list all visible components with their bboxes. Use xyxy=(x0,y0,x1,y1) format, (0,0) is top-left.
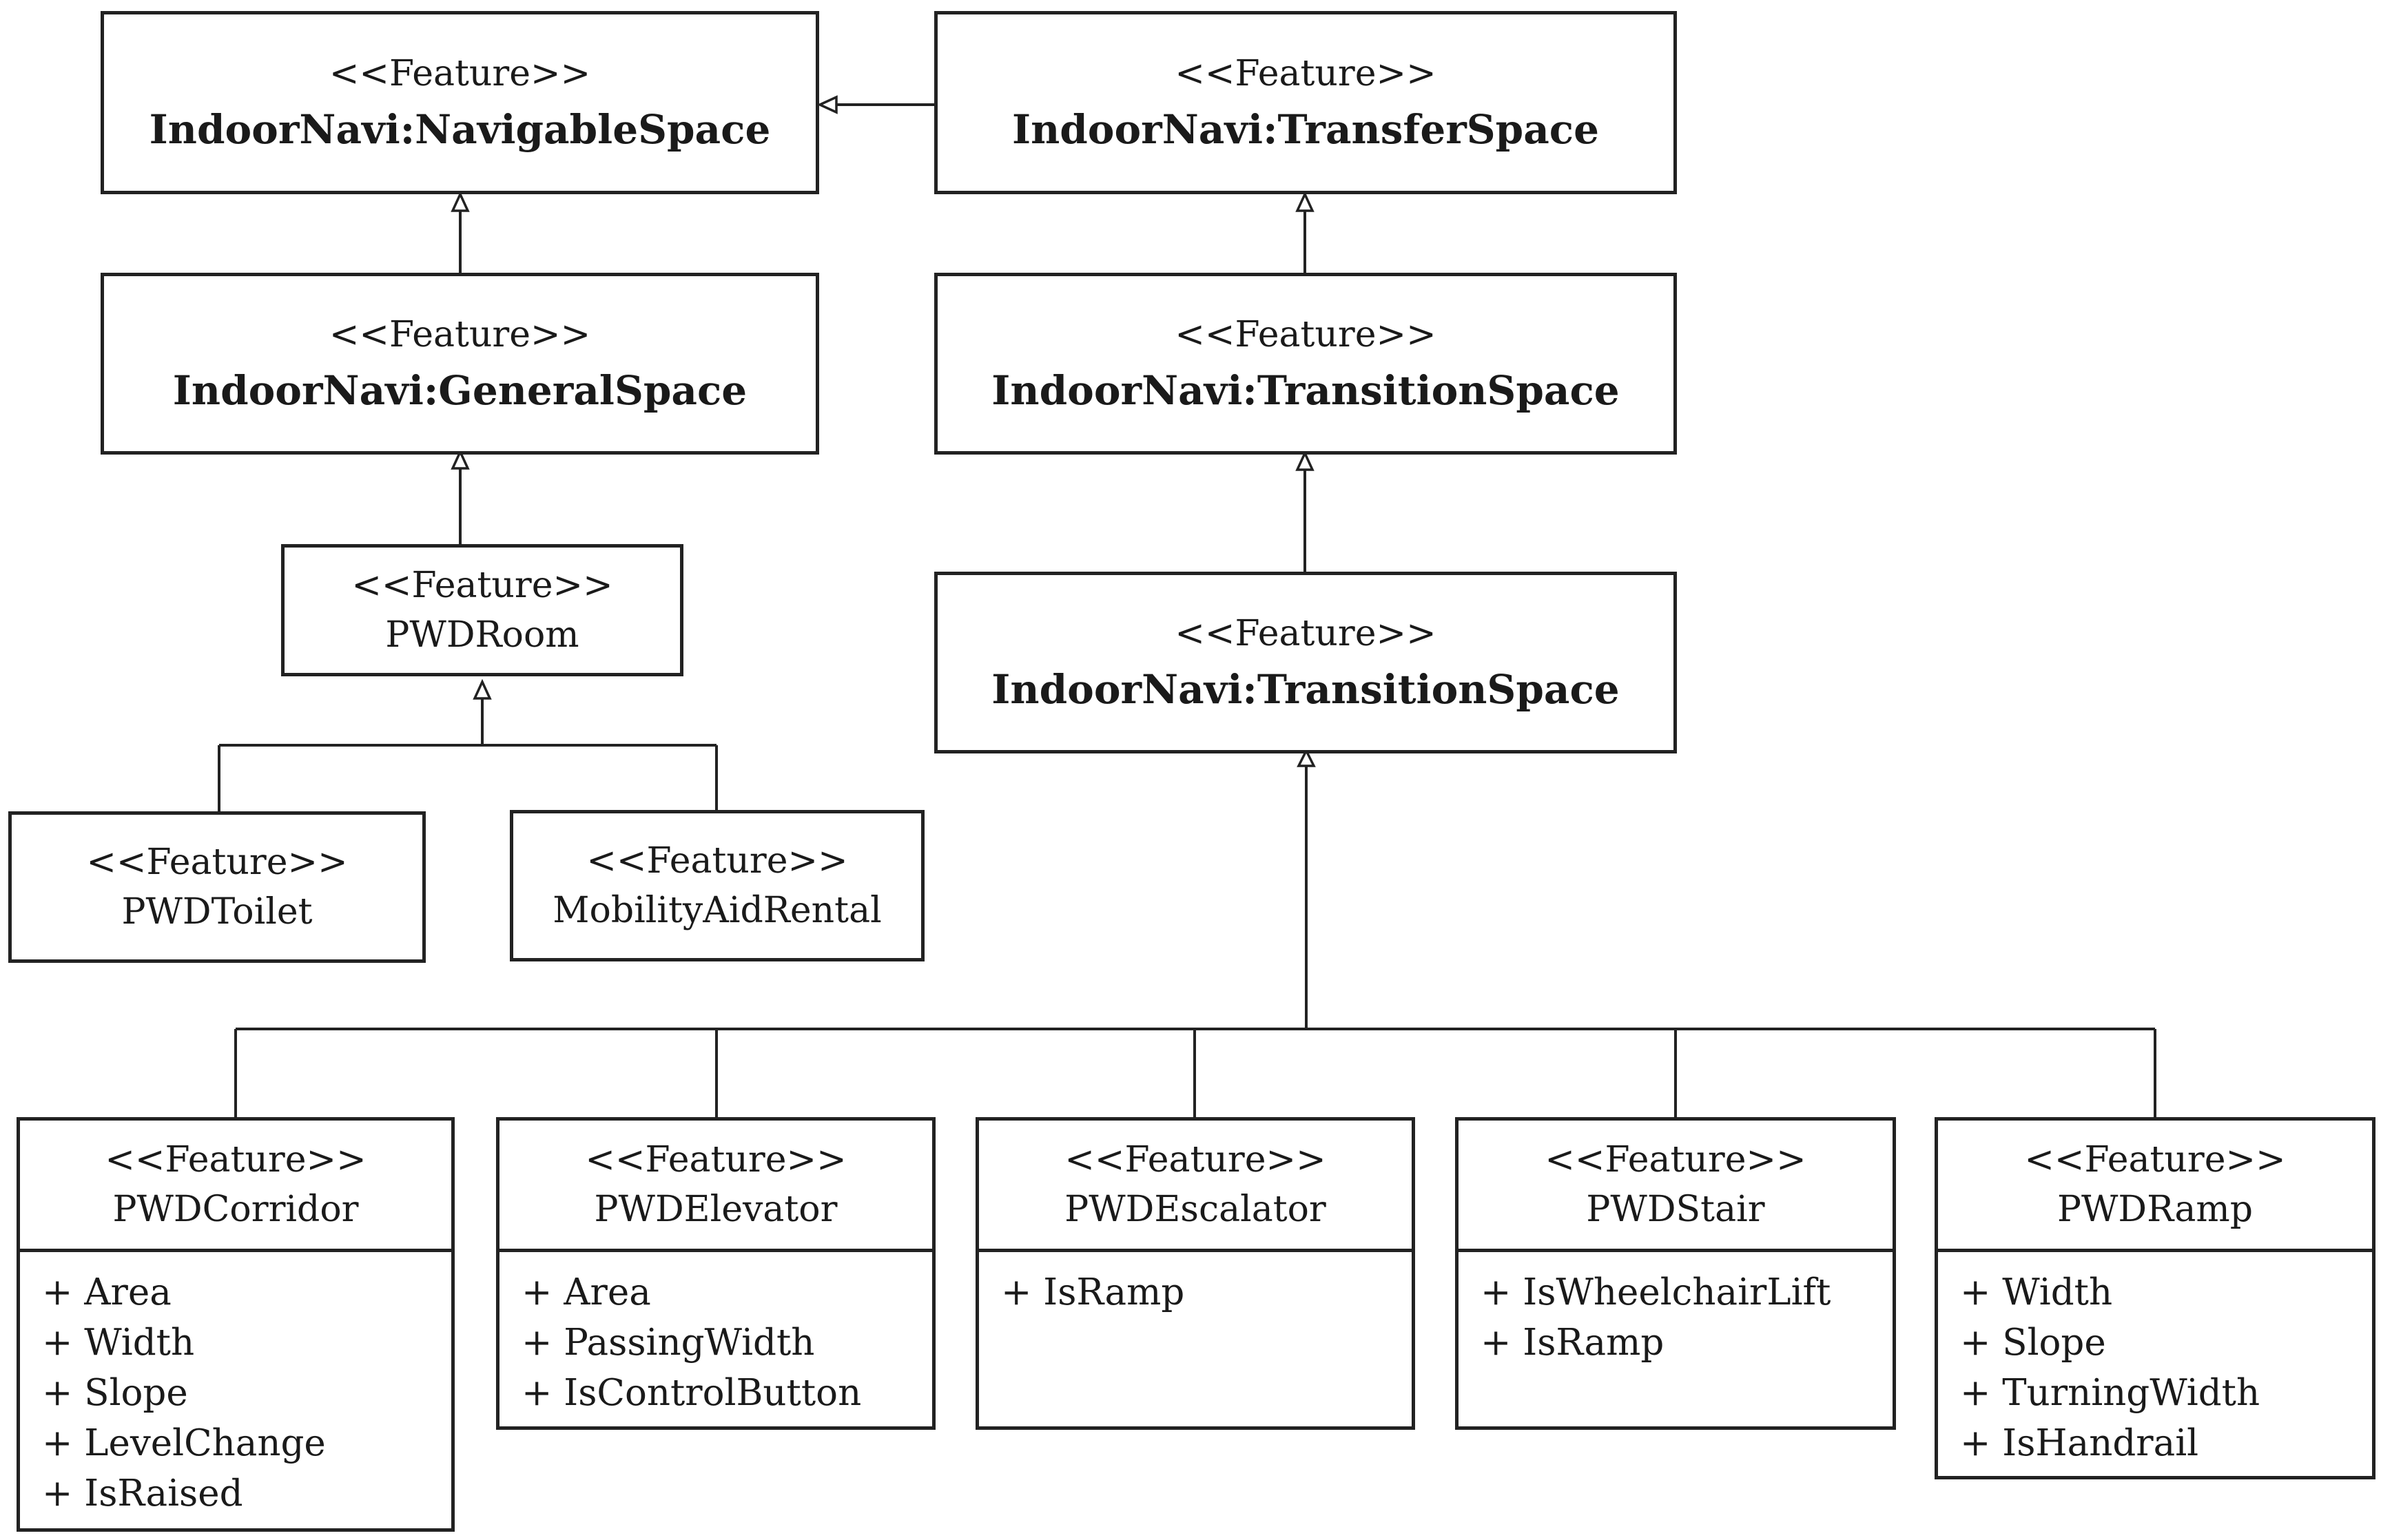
class-pwd-elevator: <<Feature>> PWDElevator + Area + Passing… xyxy=(496,1117,936,1430)
class-name: IndoorNavi:GeneralSpace xyxy=(172,367,748,414)
class-name: PWDRoom xyxy=(385,614,579,656)
class-pwd-corridor: <<Feature>> PWDCorridor + Area + Width +… xyxy=(17,1117,455,1532)
attribute: + IsRaised xyxy=(42,1473,243,1515)
stereotype-label: <<Feature>> xyxy=(1545,1139,1806,1180)
attribute: + IsHandrail xyxy=(1960,1422,2199,1464)
stereotype-label: <<Feature>> xyxy=(2024,1139,2286,1180)
attribute: + Slope xyxy=(42,1372,188,1414)
attribute-list: + Width + Slope + TurningWidth + IsHandr… xyxy=(1938,1249,2372,1468)
attribute: + IsControlButton xyxy=(522,1372,862,1414)
class-pwd-escalator: <<Feature>> PWDEscalator + IsRamp xyxy=(976,1117,1415,1430)
class-mobility-aid-rental: <<Feature>> MobilityAidRental xyxy=(510,810,925,961)
stereotype-label: <<Feature>> xyxy=(585,1139,847,1180)
stereotype-label: <<Feature>> xyxy=(1175,314,1436,355)
stereotype-label: <<Feature>> xyxy=(1175,613,1436,654)
class-name: IndoorNavi:NavigableSpace xyxy=(149,106,771,153)
class-pwd-ramp: <<Feature>> PWDRamp + Width + Slope + Tu… xyxy=(1935,1117,2375,1479)
attribute-list: + IsRamp xyxy=(979,1249,1412,1318)
stereotype-label: <<Feature>> xyxy=(1064,1139,1326,1180)
attribute: + Width xyxy=(42,1322,195,1364)
class-name: PWDCorridor xyxy=(112,1189,359,1230)
stereotype-label: <<Feature>> xyxy=(329,314,591,355)
attribute: + Area xyxy=(42,1271,172,1313)
class-name: IndoorNavi:TransferSpace xyxy=(1011,106,1600,153)
attribute: + IsRamp xyxy=(1001,1271,1185,1313)
stereotype-label: <<Feature>> xyxy=(351,565,613,606)
class-name: MobilityAidRental xyxy=(553,890,882,931)
class-general-space: <<Feature>> IndoorNavi:GeneralSpace xyxy=(101,273,819,455)
stereotype-label: <<Feature>> xyxy=(329,53,591,94)
attribute: + Slope xyxy=(1960,1322,2106,1364)
class-name: PWDRamp xyxy=(2057,1189,2254,1230)
class-name: IndoorNavi:TransitionSpace xyxy=(991,367,1620,414)
attribute: + PassingWidth xyxy=(522,1322,815,1364)
class-name: PWDStair xyxy=(1586,1189,1765,1230)
attribute: + IsRamp xyxy=(1481,1322,1664,1364)
attribute: + Width xyxy=(1960,1271,2113,1313)
attribute: + LevelChange xyxy=(42,1422,326,1464)
class-transition-space-lower: <<Feature>> IndoorNavi:TransitionSpace xyxy=(934,572,1677,753)
attribute: + IsWheelchairLift xyxy=(1481,1271,1831,1313)
class-name: PWDToilet xyxy=(121,891,313,933)
class-transition-space-upper: <<Feature>> IndoorNavi:TransitionSpace xyxy=(934,273,1677,455)
stereotype-label: <<Feature>> xyxy=(105,1139,367,1180)
class-name: IndoorNavi:TransitionSpace xyxy=(991,666,1620,713)
class-name: PWDElevator xyxy=(594,1189,838,1230)
attribute-list: + Area + Width + Slope + LevelChange + I… xyxy=(20,1249,451,1519)
class-name: PWDEscalator xyxy=(1064,1189,1326,1230)
attribute: + Area xyxy=(522,1271,651,1313)
class-pwd-toilet: <<Feature>> PWDToilet xyxy=(8,811,426,963)
attribute-list: + IsWheelchairLift + IsRamp xyxy=(1459,1249,1893,1368)
class-pwd-room: <<Feature>> PWDRoom xyxy=(281,544,683,676)
class-pwd-stair: <<Feature>> PWDStair + IsWheelchairLift … xyxy=(1455,1117,1896,1430)
attribute: + TurningWidth xyxy=(1960,1372,2260,1414)
class-navigable-space: <<Feature>> IndoorNavi:NavigableSpace xyxy=(101,11,819,194)
attribute-list: + Area + PassingWidth + IsControlButton xyxy=(499,1249,932,1418)
class-transfer-space: <<Feature>> IndoorNavi:TransferSpace xyxy=(934,11,1677,194)
stereotype-label: <<Feature>> xyxy=(86,842,348,883)
stereotype-label: <<Feature>> xyxy=(586,840,848,882)
stereotype-label: <<Feature>> xyxy=(1175,53,1436,94)
